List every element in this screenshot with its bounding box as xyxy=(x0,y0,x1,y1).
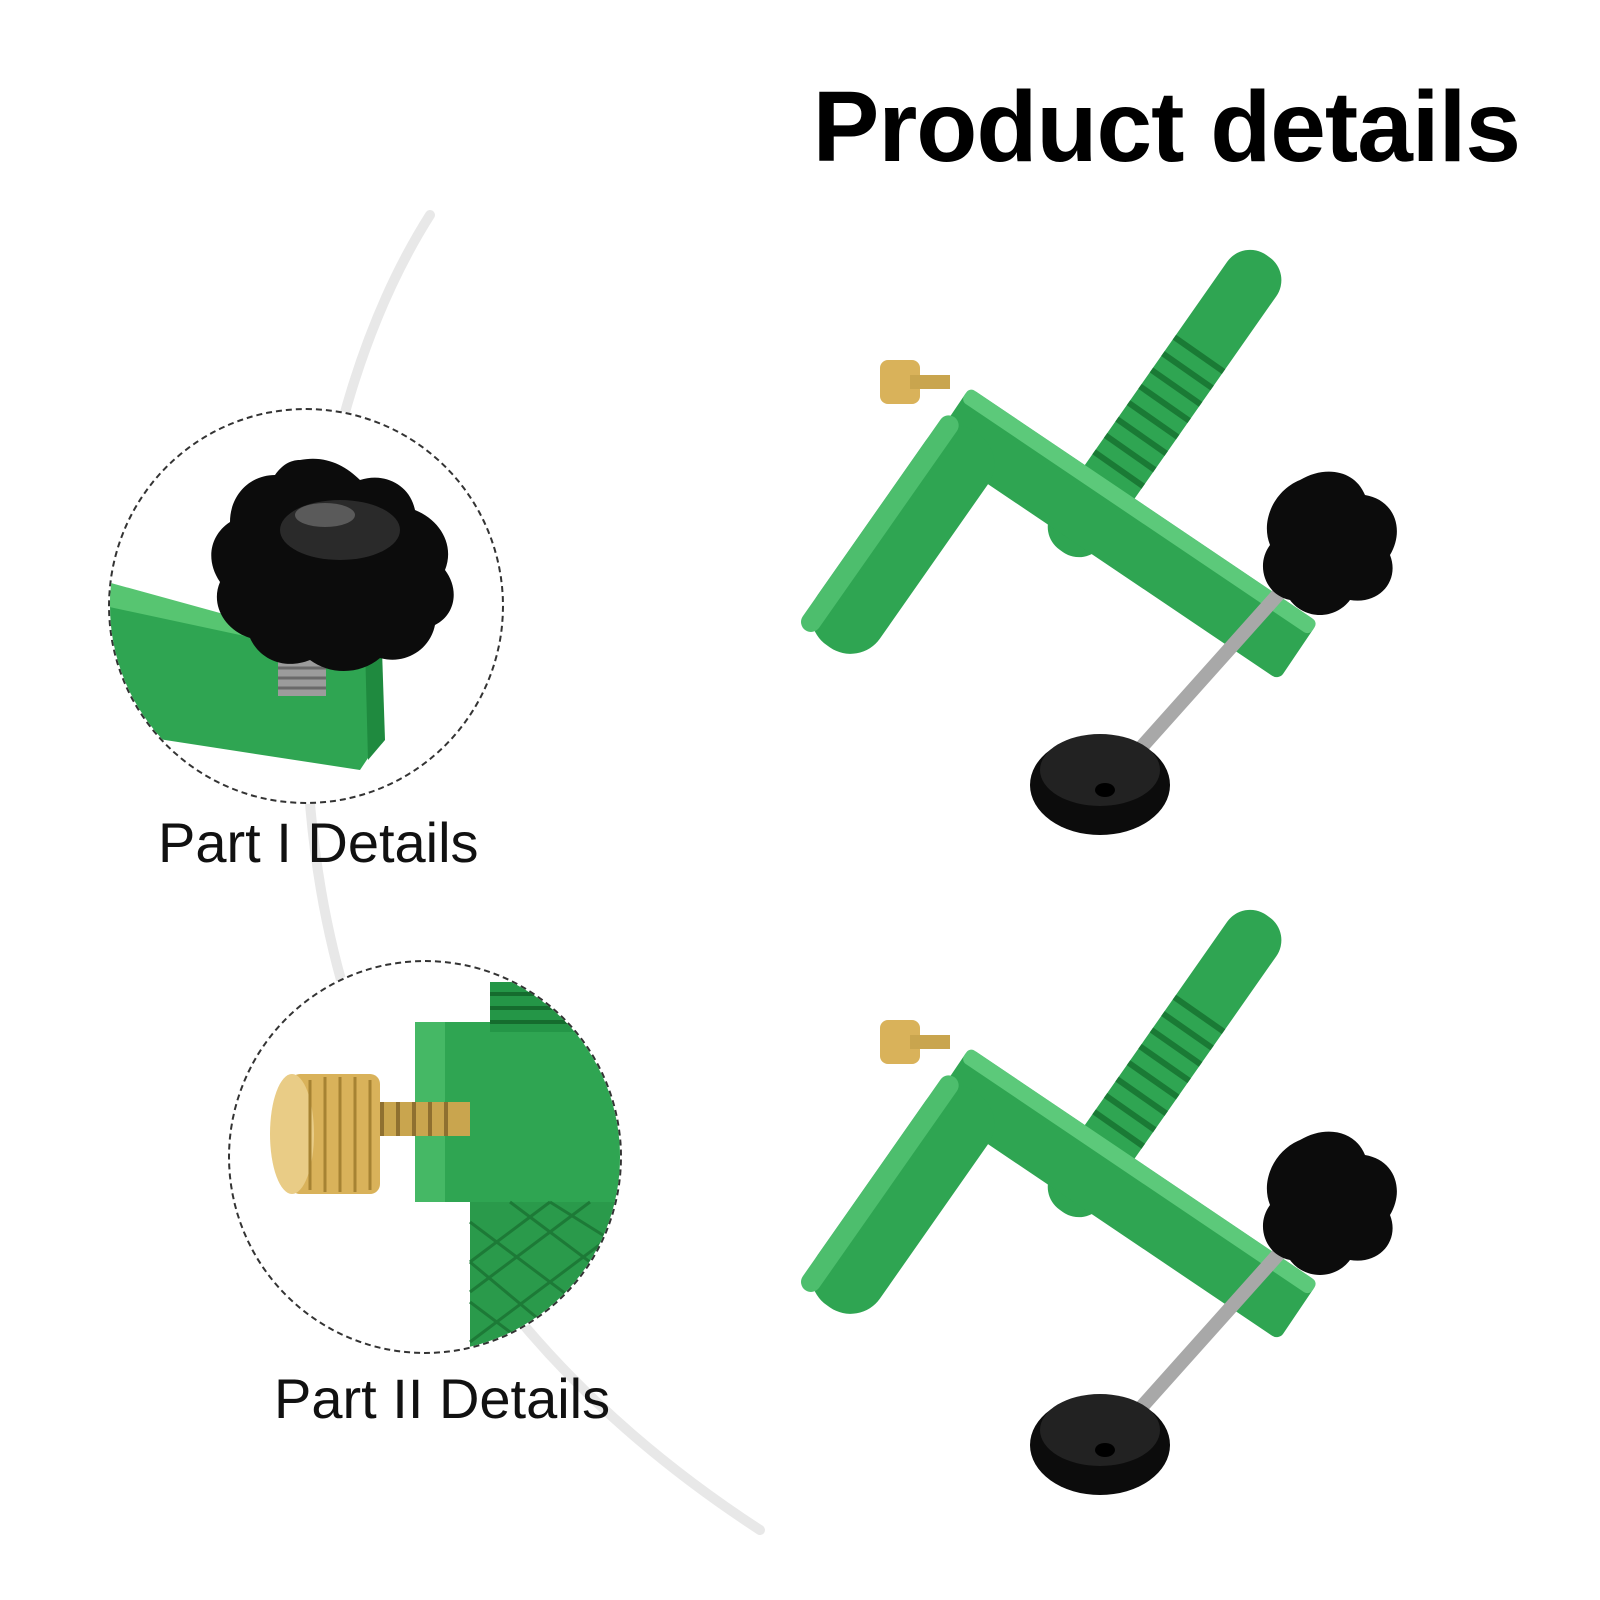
part-one-detail-view xyxy=(108,408,504,804)
green-clamp-icon xyxy=(801,249,1397,835)
part-one-caption: Part I Details xyxy=(158,811,479,874)
green-clamp-icon xyxy=(801,909,1397,1495)
part-two-detail-view xyxy=(228,960,622,1354)
star-knob-icon xyxy=(110,458,454,770)
clamp-product-image-bottom xyxy=(740,870,1460,1530)
page-title: Product details xyxy=(812,71,1521,183)
brass-thumb-screw-icon xyxy=(270,982,620,1352)
part-two-caption: Part II Details xyxy=(274,1367,611,1430)
clamp-product-image-top xyxy=(740,210,1460,870)
